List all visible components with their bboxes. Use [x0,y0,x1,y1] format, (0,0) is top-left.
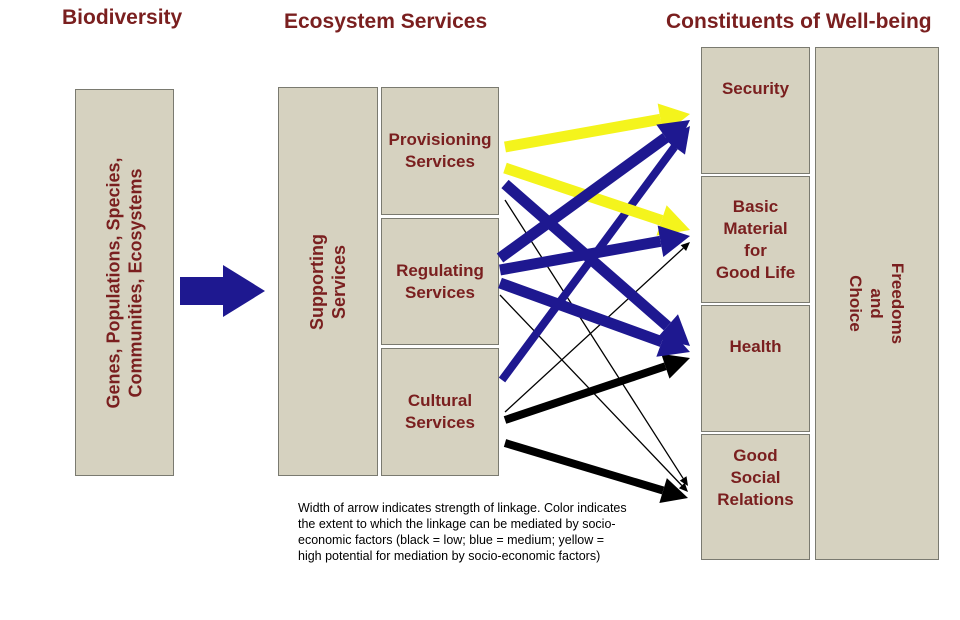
arrow-regulating-to-health [498,277,664,347]
arrowhead-provisioning-to-social [679,476,688,486]
biodiversity-to-services-arrow [180,265,265,317]
basic-material-box: Basic Material for Good Life [701,176,810,303]
arrowhead-cultural-to-basic_material [680,242,690,252]
heading-constituents-of-wellbeing: Constituents of Well-being [666,10,932,33]
good-social-relations-box: Good Social Relations [701,434,810,560]
arrow-cultural-to-health [503,362,667,424]
arrow-regulating-to-security [496,133,669,263]
biodiversity-box: Genes, Populations, Species, Communities… [75,89,174,476]
heading-ecosystem-services: Ecosystem Services [284,10,488,33]
health-box: Health [701,305,810,432]
arrow-provisioning-to-social [504,199,684,479]
arrow-cultural-to-social [503,439,665,495]
arrow-regulating-to-basic_material [499,235,662,276]
legend-text: Width of arrow indicates strength of lin… [298,501,627,563]
cultural-services-box: Cultural Services [381,348,499,476]
heading-biodiversity: Biodiversity [62,6,183,29]
arrowhead-regulating-to-social [678,482,688,492]
linkage-arrow-layer [496,103,690,503]
arrow-provisioning-to-security [504,113,662,153]
provisioning-services-box: Provisioning Services [381,87,499,215]
arrow-cultural-to-basic_material [504,247,684,413]
security-box: Security [701,47,810,174]
arrowhead-regulating-to-health [656,326,690,357]
arrowhead-regulating-to-basic_material [657,225,690,258]
supporting-services-box: Supporting Services [278,87,378,476]
regulating-services-box: Regulating Services [381,218,499,345]
arrowhead-regulating-to-security [656,120,690,151]
arrowhead-cultural-to-social [659,478,688,503]
arrowhead-cultural-to-health [661,353,690,379]
freedoms-and-choice-box: Freedoms and Choice [815,47,939,560]
